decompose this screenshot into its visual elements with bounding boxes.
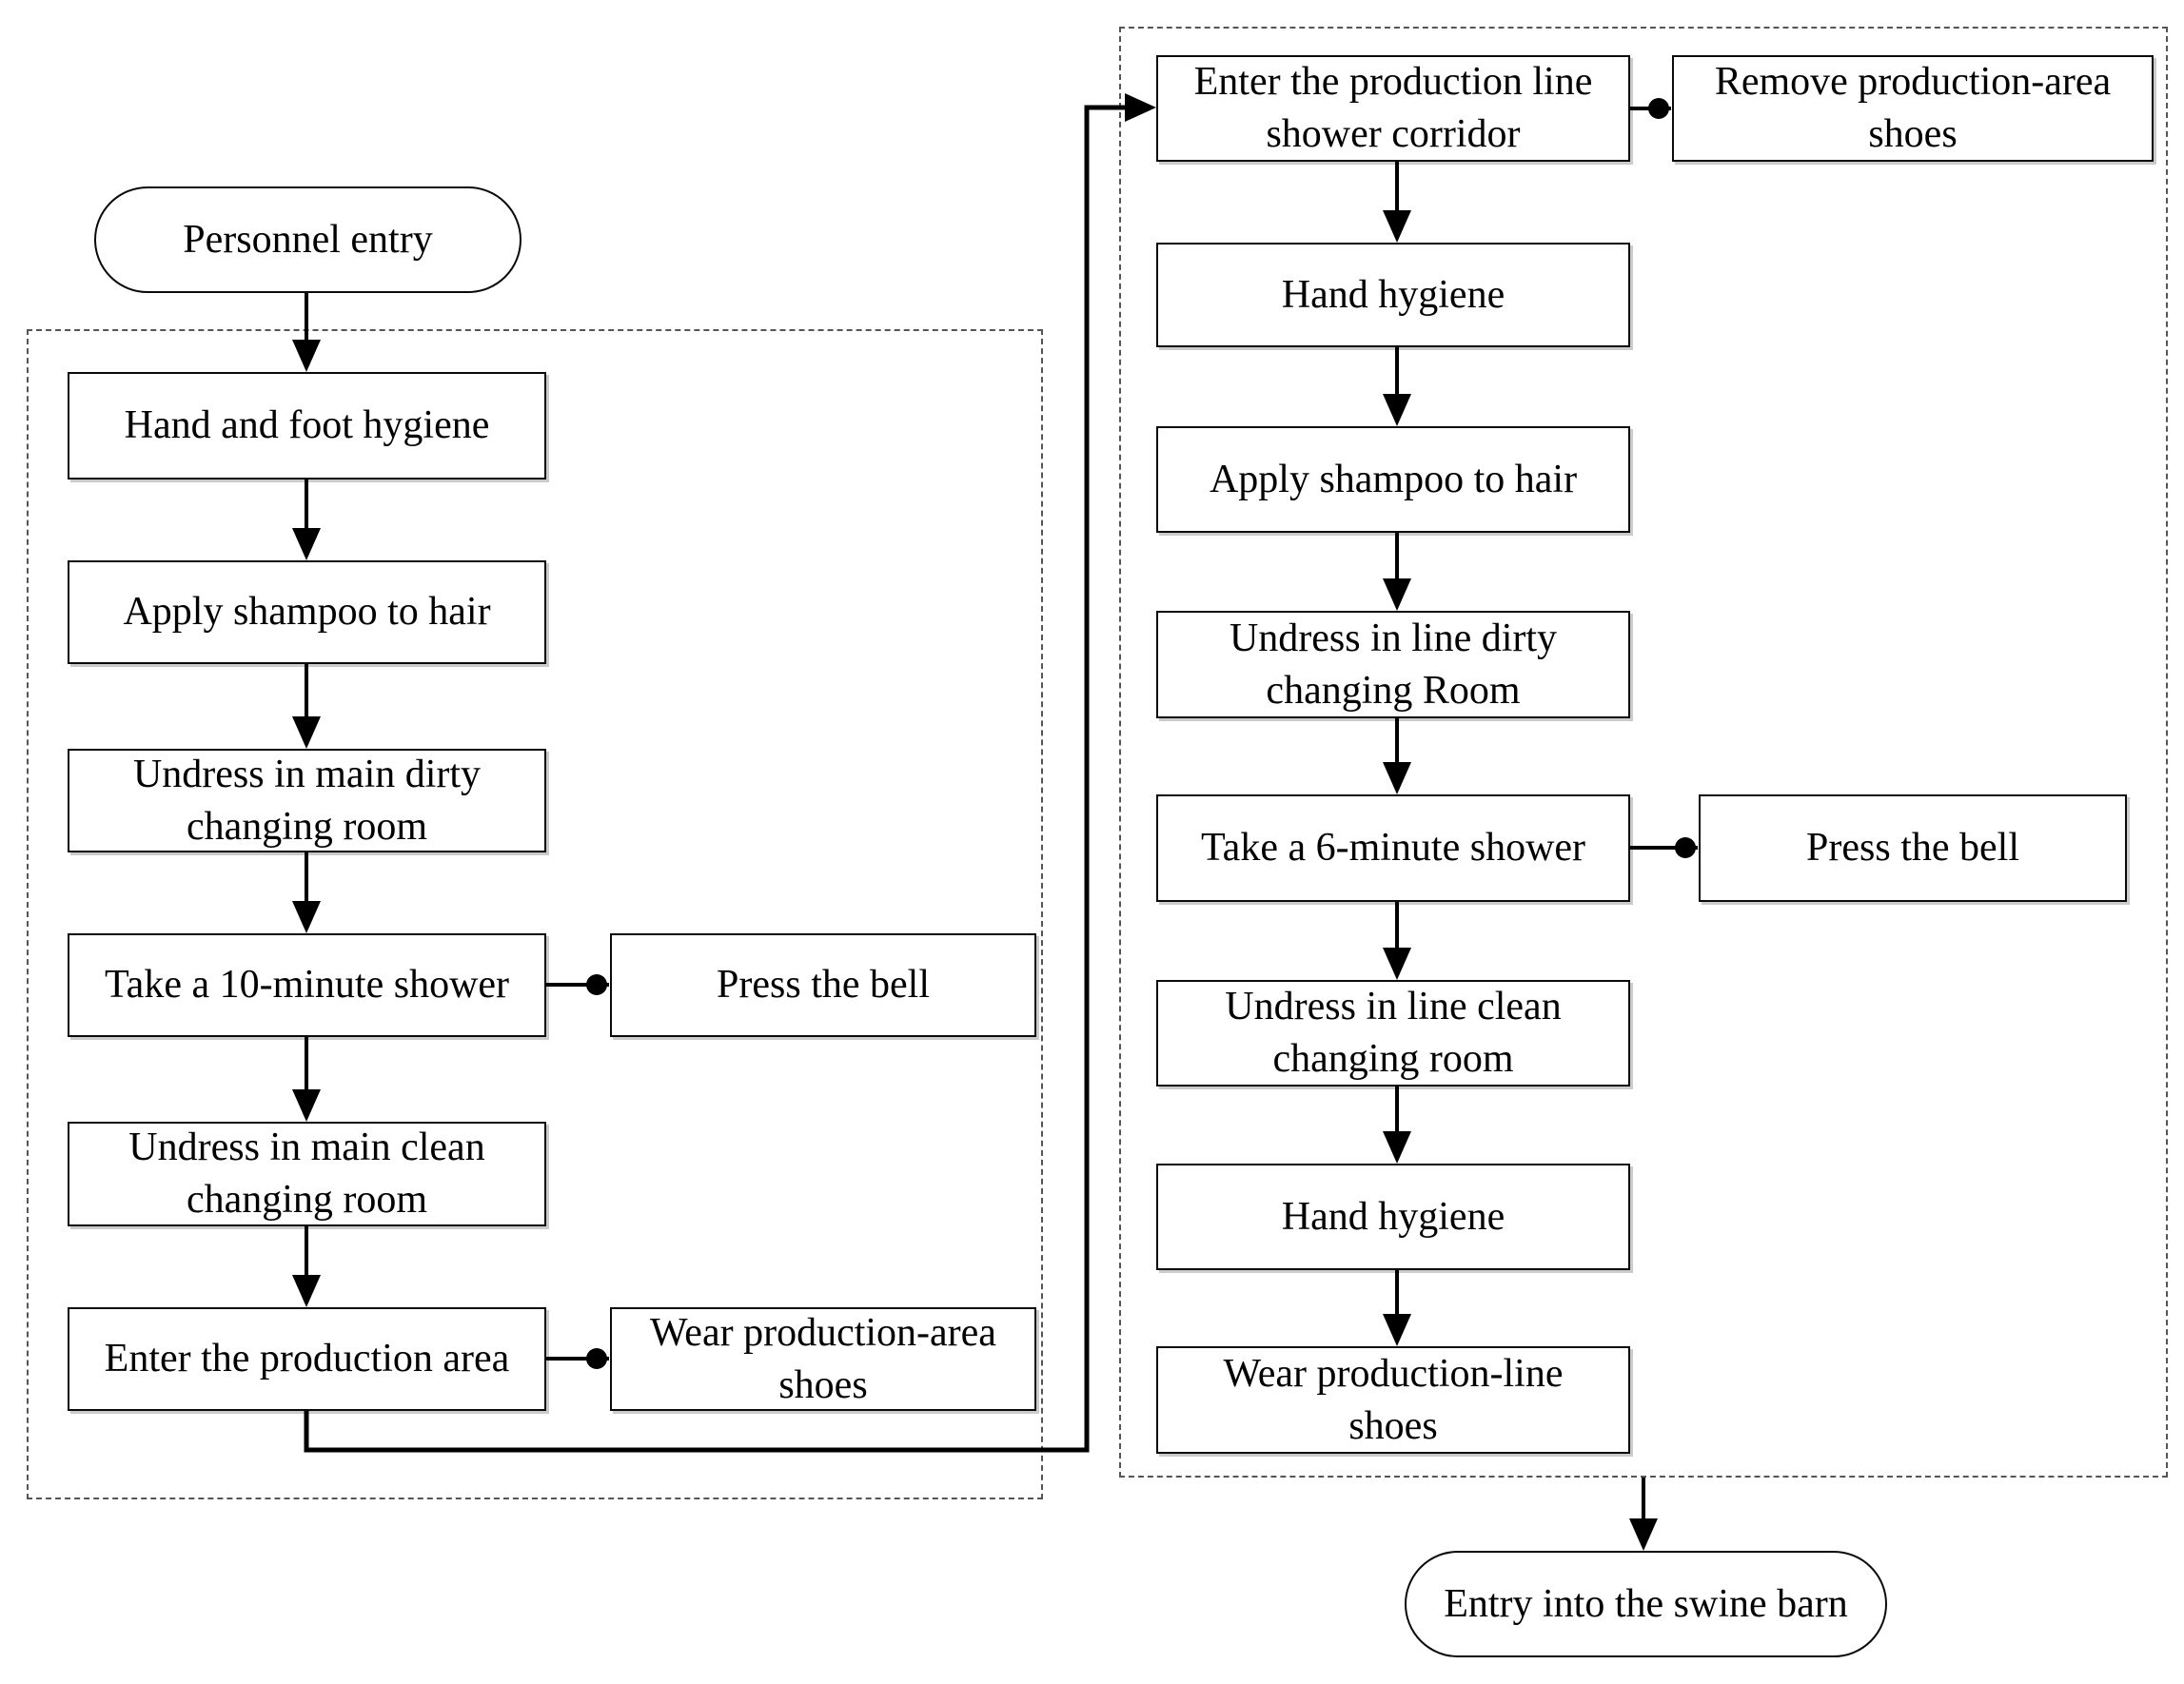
side-note-wear-production-area-shoes: Wear production-area shoes [610, 1307, 1036, 1411]
step-undress-main-dirty: Undress in main dirty changing room [68, 749, 546, 852]
step-wear-production-line-shoes: Wear production-line shoes [1156, 1346, 1630, 1454]
step-hand-hygiene-1: Hand hygiene [1156, 243, 1630, 347]
step-hand-and-foot-hygiene: Hand and foot hygiene [68, 372, 546, 480]
step-enter-line-shower-corridor: Enter the production line shower corrido… [1156, 55, 1630, 162]
step-hand-hygiene-2: Hand hygiene [1156, 1164, 1630, 1270]
side-note-press-the-bell-main: Press the bell [610, 933, 1036, 1037]
step-take-6-minute-shower: Take a 6-minute shower [1156, 794, 1630, 902]
side-note-press-the-bell-line: Press the bell [1699, 794, 2127, 902]
step-undress-line-clean: Undress in line clean changing room [1156, 980, 1630, 1087]
side-note-remove-production-area-shoes: Remove production-area shoes [1672, 55, 2154, 162]
step-undress-line-dirty: Undress in line dirty changing Room [1156, 611, 1630, 718]
arrow-to-swine-barn [1629, 1478, 1658, 1551]
step-apply-shampoo-line: Apply shampoo to hair [1156, 426, 1630, 533]
node-personnel-entry: Personnel entry [94, 186, 521, 293]
step-enter-production-area: Enter the production area [68, 1307, 546, 1411]
node-entry-into-swine-barn: Entry into the swine barn [1405, 1551, 1887, 1657]
step-undress-main-clean: Undress in main clean changing room [68, 1122, 546, 1226]
step-take-10-minute-shower: Take a 10-minute shower [68, 933, 546, 1037]
step-apply-shampoo-main: Apply shampoo to hair [68, 560, 546, 664]
